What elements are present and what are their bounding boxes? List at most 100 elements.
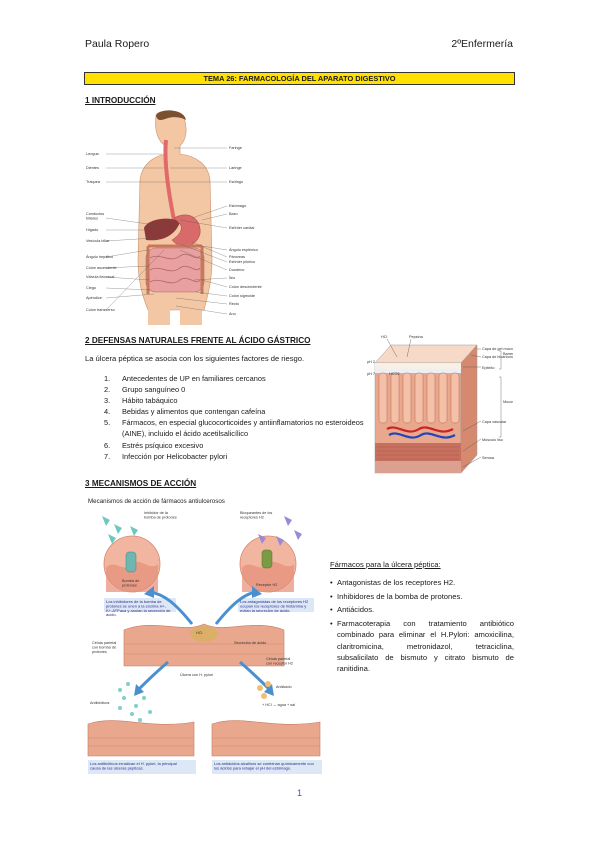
figure-label: Bloqueantes de los — [240, 511, 272, 515]
figure3-title: Mecanismos de acción de fármacos antiulc… — [88, 498, 225, 505]
figure-label: Válvula ileocecal — [86, 275, 114, 279]
figure-label: Ángulo hepático — [86, 255, 113, 259]
figure-label: Esfínter cardial — [229, 226, 254, 230]
figure-label: Inhibidor de la — [144, 511, 169, 515]
figure-label: Faringe — [229, 146, 242, 150]
figure-label: Colon ascendente — [86, 266, 117, 270]
figure-label: ácido. — [106, 612, 117, 617]
figure-label: bomba de protones — [144, 516, 177, 520]
figure-label: causa de las úlceras pépticas. — [90, 765, 144, 770]
document-title: TEMA 26: FARMACOLOGÍA DEL APARATO DIGEST… — [84, 72, 515, 85]
figure-label: Ano — [229, 312, 236, 316]
figure-label: pH 2 — [367, 360, 375, 364]
antacid-particles-icon — [257, 681, 271, 699]
figure-label: Laringe — [229, 166, 242, 170]
section-heading-defenses: 2 DEFENSAS NATURALES FRENTE AL ÁCIDO GÁS… — [85, 336, 311, 345]
figure-label: ocupan los receptores de histamina y — [240, 603, 306, 608]
figure-label: Mucosa gástrica — [503, 400, 513, 404]
list-item: •Antagonistas de los receptores H2. — [330, 578, 456, 587]
figure-label: Serosa — [482, 456, 495, 460]
figure-label: Secreción de ácido — [234, 641, 266, 645]
figure-label: Íleo — [229, 276, 235, 280]
section-heading-mechanisms: 3 MECANISMOS DE ACCIÓN — [85, 479, 197, 488]
figure-label: Recto — [229, 302, 239, 306]
figure-label: Barrera mucosa — [503, 352, 513, 356]
defenses-intro: La úlcera péptica se asocia con los sigu… — [85, 354, 305, 363]
figure-label: Lengua — [86, 152, 100, 156]
figure-label: protones — [92, 650, 107, 654]
ppi-molecule-icon — [102, 516, 138, 544]
figure-label: Antiácido — [276, 685, 292, 689]
digestive-system-figure: LenguaDientesTráqueaConductosbiliaresHíg… — [86, 110, 262, 325]
list-item: •Inhibidores de la bomba de protones. — [330, 591, 463, 601]
figure-label: Apéndice — [86, 296, 102, 300]
figure-label: Conductos — [86, 212, 104, 216]
figure-label: receptores H2 — [240, 516, 264, 520]
list-item: 4.Bebidas y alimentos que contengan cafe… — [104, 407, 266, 417]
figure-label: Bomba de — [122, 579, 139, 583]
section-heading-intro: 1 INTRODUCCIÓN — [85, 96, 156, 105]
figure-label: protones — [122, 584, 137, 588]
figure-label: Hígado — [86, 228, 98, 232]
figure-label: + HCl → agua + sal — [262, 703, 295, 707]
figure-label: Esófago — [229, 180, 243, 184]
figure-label: HCl — [196, 631, 202, 635]
figure-label: Los antibióticos erradican el H. pylori,… — [90, 761, 177, 766]
figure-label: Ángulo esplénico — [229, 248, 258, 252]
figure-label: Úlcera con H. pylori — [180, 672, 213, 677]
figure-label: los ácidos para rebajar el pH del estóma… — [214, 765, 291, 770]
figure-label: Capa de bicarbonato — [482, 355, 513, 359]
figure-label: Epitelio — [482, 366, 494, 370]
figure-label: biliares — [86, 217, 98, 221]
page-number: 1 — [296, 788, 302, 798]
figure1-right-labels: FaringeLaringeEsófagoEstómagoBazoEsfínte… — [229, 146, 262, 316]
antiulcer-mechanisms-figure: Mecanismos de acción de fármacos antiulc… — [87, 498, 322, 774]
figure-label: Los antagonistas de los receptores H2 — [240, 599, 309, 604]
figure-label: Pepsina — [409, 335, 424, 339]
figure-label: Célula parietal — [266, 657, 290, 661]
figure-label: Vesícula biliar — [86, 239, 110, 243]
figure-label: Colon transverso — [86, 308, 115, 312]
figure-label: Célula parietal — [92, 641, 116, 645]
list-item: 1.Antecedentes de UP en familiares cerca… — [104, 374, 266, 383]
figure-label: Colon sigmoide — [229, 294, 255, 298]
figure-label: Músculo liso — [482, 438, 503, 442]
figure-label: Los antiácidos alcalinos se combinan quí… — [214, 761, 314, 766]
figure-label: HCl — [381, 335, 387, 339]
figure-label: pH 7 — [367, 372, 375, 376]
figure-label: HCO3 — [389, 372, 400, 376]
header-author: Paula Ropero — [85, 38, 150, 50]
list-item: 6.Estrés psíquico excesivo — [104, 440, 204, 450]
figure-label: Receptor H2 — [256, 583, 277, 587]
figure-label: Capa vascular — [482, 420, 507, 424]
figure-label: Antibióticos — [90, 701, 110, 705]
figure-label: protones se unen a la enzima H+, — [106, 603, 166, 608]
antibiotic-particles-icon — [118, 682, 152, 722]
figure-label: K+-ATPasa y anulan la secreción de — [106, 608, 171, 613]
figure-label: Esfínter pilórico — [229, 260, 255, 264]
drug-list-block: Fármacos para la úlcera péptica: •Antago… — [330, 560, 514, 677]
h2-blocker-molecule-icon — [258, 516, 302, 546]
figure-label: Tráquea — [86, 180, 101, 184]
list-item: •Farmacoterapia con tratamiento antibiót… — [330, 619, 514, 674]
figure-label: Los inhibidores de la bomba de — [106, 599, 162, 604]
figure-label: Colon descendente — [229, 285, 262, 289]
risk-factor-list: 1.Antecedentes de UP en familiares cerca… — [104, 373, 364, 462]
figure-label: Duodeno — [229, 268, 244, 272]
list-item: 7.Infección por Helicobacter pylori — [104, 451, 228, 461]
figure-label: Dientes — [86, 166, 99, 170]
list-item: 5.Fármacos, en especial glucocorticoides… — [104, 418, 364, 439]
figure-label: Estómago — [229, 204, 246, 208]
list-item: 2.Grupo sanguíneo 0 — [104, 385, 186, 395]
drug-list-subtitle: Fármacos para la úlcera péptica: — [330, 560, 441, 569]
figure-label: evitan la secreción de ácido. — [240, 608, 290, 613]
figure-label: Ciego — [86, 286, 96, 290]
figure1-left-labels: LenguaDientesTráqueaConductosbiliaresHíg… — [86, 152, 117, 312]
list-item: •Antiácidos. — [330, 605, 375, 615]
figure-label: con bomba de — [92, 646, 116, 650]
figure-label: Páncreas — [229, 255, 245, 259]
figure-label: Bazo — [229, 212, 238, 216]
